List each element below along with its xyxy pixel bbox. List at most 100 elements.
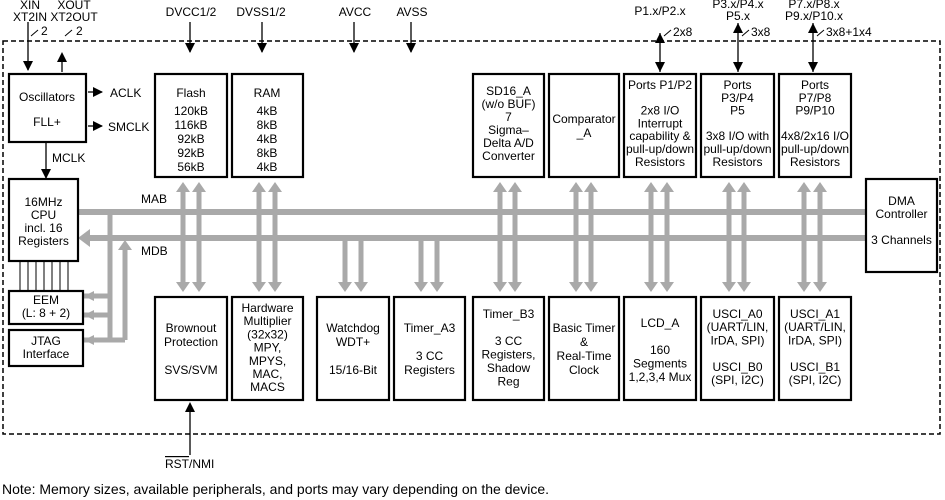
usci-a0-text: USCI_A0(UART/LIN,IrDA, SPI)USCI_B0(SPI, …	[707, 307, 769, 387]
ports-p3-p5-text-line: Resistors	[712, 155, 762, 169]
ram-title: RAM	[254, 86, 281, 100]
dvss-label: DVSS1/2	[236, 5, 286, 19]
ports-p7-p10-text-line: Ports	[801, 78, 829, 92]
flash-sizes-line: 116kB	[174, 118, 207, 132]
basic-timer-text-line: &	[580, 335, 588, 349]
usci-a1-text-line: (UART/LIN,	[784, 320, 846, 334]
usci-a0-block: USCI_A0(UART/LIN,IrDA, SPI)USCI_B0(SPI, …	[699, 295, 776, 402]
ports-p7-p10-text-line: 4x8/2x16 I/O	[781, 129, 849, 143]
timer-b3-text-line: Shadow	[487, 361, 531, 375]
mdb-label: MDB	[141, 244, 168, 258]
ports-p3-p5-text-line: Ports	[723, 78, 751, 92]
comparator-text-line: _A	[576, 126, 592, 140]
multiplier-text-line: MAC,	[253, 367, 283, 381]
ports-p3-p5-text-line: 3x8 I/O with	[706, 129, 769, 143]
multiplier-text: HardwareMultiplier(32x32)MPY,MPYS,MAC,MA…	[241, 301, 293, 394]
flash-sizes-line: 92kB	[177, 132, 204, 146]
ports-p7-p10-text-line: pull-up/down	[781, 142, 849, 156]
xout-count: 2	[76, 24, 83, 38]
cpu-text-line: CPU	[31, 208, 56, 222]
ports-p1-p2-text-line: capability &	[629, 129, 690, 143]
cpu-text-line: incl. 16	[24, 221, 62, 235]
usci-a1-text-line: USCI_B1	[790, 360, 840, 374]
multiplier-text-line: MPYS,	[249, 354, 286, 368]
device-boundary	[2, 40, 941, 435]
dma-text-line: 3 Channels	[871, 233, 932, 247]
sd16-text-line: Delta A/D	[483, 136, 534, 150]
signal-lines	[19, 22, 825, 455]
comparator-text-line: Comparator	[552, 112, 615, 126]
timer-a3-text-line: Timer_A3	[404, 321, 456, 335]
multiplier-text-line: MPY,	[254, 341, 282, 355]
p3p4-pin-label: P3.x/P4.x	[712, 0, 763, 11]
watchdog-text-line: Watchdog	[326, 321, 380, 335]
avss-label: AVSS	[396, 5, 427, 19]
comparator-block: Comparator_A	[547, 72, 621, 179]
basic-timer-text-line: Basic Timer	[553, 321, 616, 335]
dma-text-line: DMA	[888, 194, 915, 208]
usci-a1-block: USCI_A1(UART/LIN,IrDA, SPI)USCI_B1(SPI, …	[777, 295, 853, 402]
eem-text: EEM(L: 8 + 2)	[22, 293, 70, 320]
sd16-text-line: 7	[505, 110, 512, 124]
ports-p3-p5-text-line: P5	[730, 104, 745, 118]
basic-timer-text-line: Real-Time	[557, 349, 612, 363]
flash-title: Flash	[176, 86, 205, 100]
rst-nmi-label: RST/NMI	[165, 457, 214, 471]
brownout-text-line: Protection	[164, 335, 218, 349]
mclk-label: MCLK	[52, 151, 85, 165]
ports-p1-p2-text-line: Ports P1/P2	[628, 78, 692, 92]
xt2in-label: XT2IN	[13, 10, 47, 24]
ports-p1-p2-text-line: Interrupt	[638, 116, 683, 130]
xout-label: XOUT	[57, 0, 91, 12]
oscillators-title: Oscillators	[19, 90, 75, 104]
flash-sizes-line: 120kB	[174, 104, 208, 118]
dvcc-label: DVCC1/2	[166, 5, 217, 19]
bus-links	[84, 192, 823, 343]
block-diagram: XIN XT2IN XOUT XT2OUT 2 2 DVCC1/2 DVSS1/…	[2, 0, 941, 471]
brownout-text-line: SVS/SVM	[164, 363, 217, 377]
timer-b3-text-line: 3 CC	[495, 334, 523, 348]
mab-label: MAB	[141, 192, 167, 206]
dma-text-line: Controller	[875, 207, 927, 221]
usci-a0-text-line: (UART/LIN,	[707, 320, 769, 334]
flash-sizes-line: 92kB	[177, 146, 204, 160]
xt2out-label: XT2OUT	[50, 10, 98, 24]
pin-labels: XIN XT2IN XOUT XT2OUT 2 2 DVCC1/2 DVSS1/…	[13, 0, 872, 39]
oscillators-block: Oscillators FLL+	[7, 72, 88, 144]
timer-b3-text-line: Reg	[497, 375, 519, 389]
ports-p7-p10-text-line: Resistors	[790, 155, 840, 169]
rst-label: RST	[165, 457, 190, 471]
fll-label: FLL+	[33, 115, 61, 129]
lcd-text-line: 1,2,3,4 Mux	[629, 370, 692, 384]
ports-p3-p5-text-line: P3/P4	[721, 91, 754, 105]
p1p2-count: 2x8	[673, 25, 693, 39]
usci-a0-text-line: USCI_A0	[712, 307, 762, 321]
watchdog-text-line: WDT+	[336, 335, 370, 349]
jtag-text-line: Interface	[23, 347, 70, 361]
ram-sizes-line: 8kB	[257, 146, 278, 160]
brownout-text-line: Brownout	[166, 321, 217, 335]
p3p5-count: 3x8	[751, 25, 771, 39]
